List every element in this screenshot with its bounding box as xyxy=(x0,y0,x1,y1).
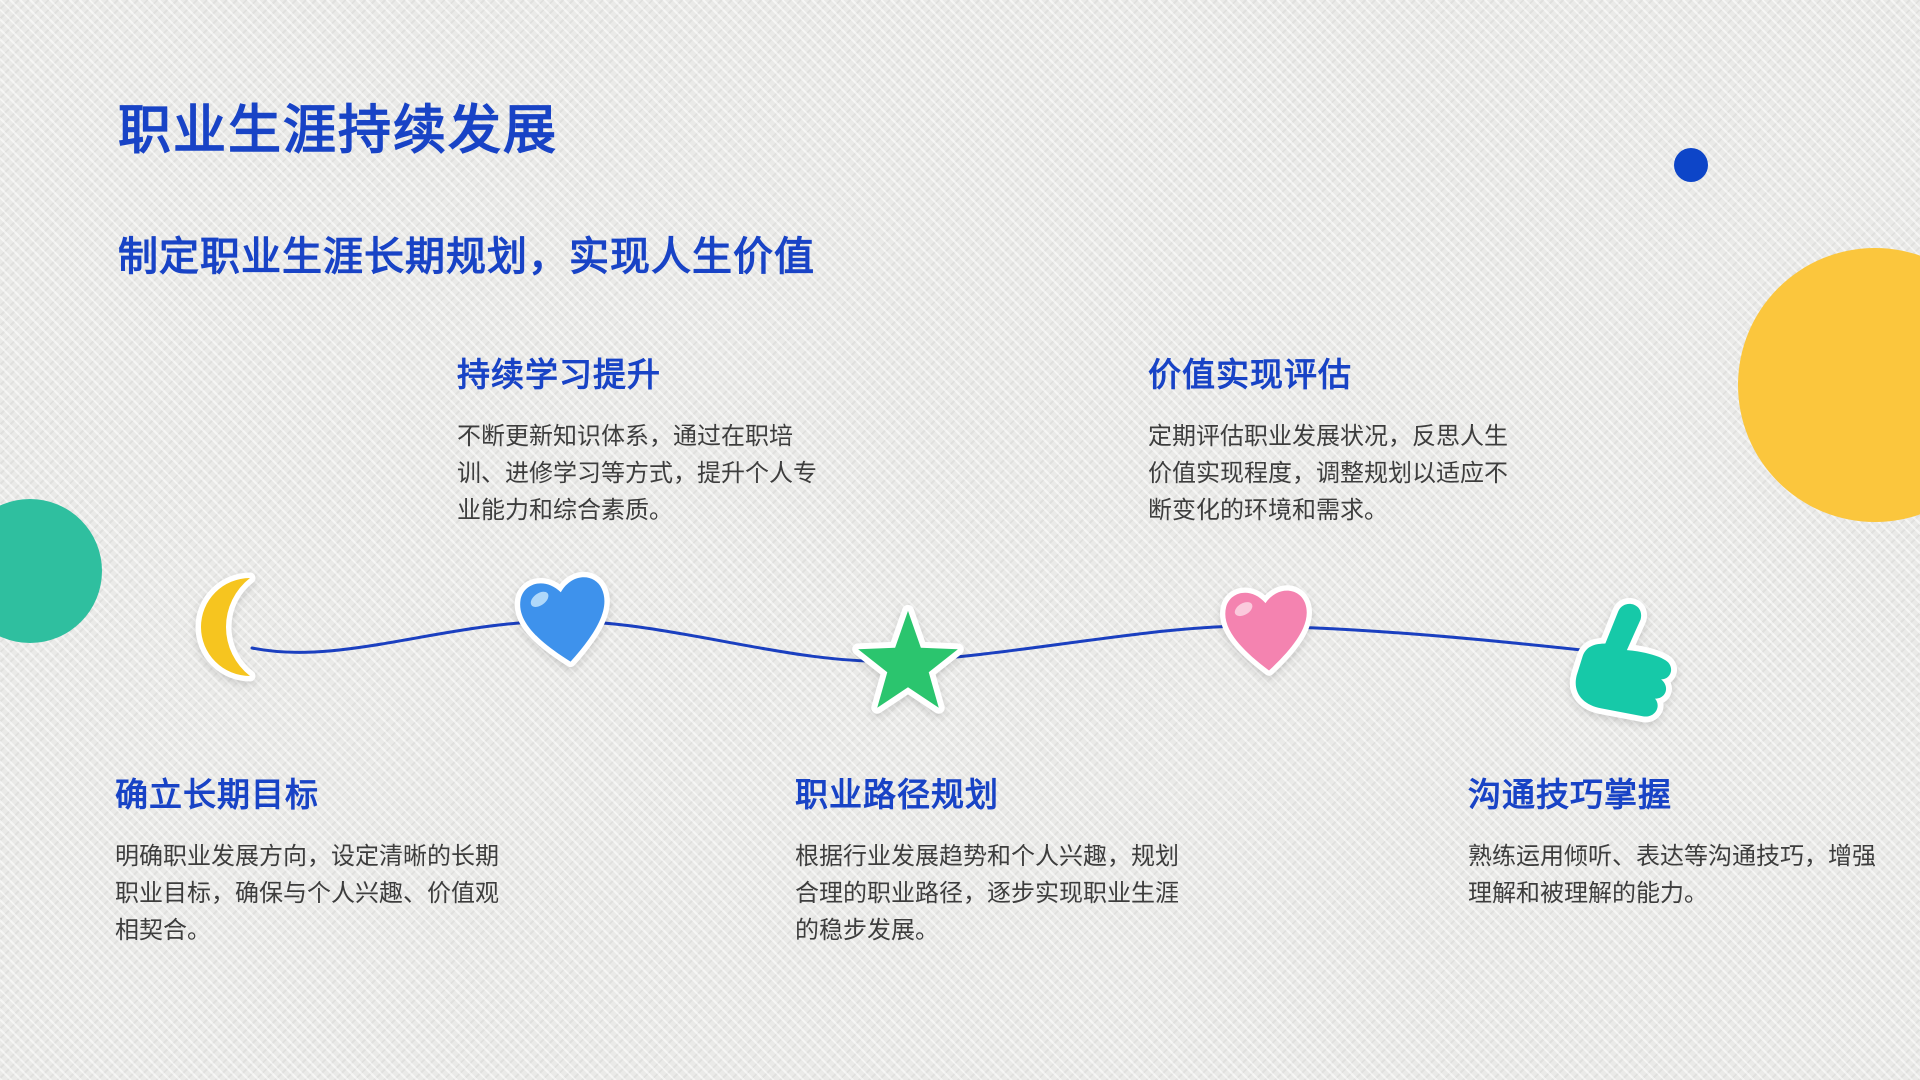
section-heading: 持续学习提升 xyxy=(457,356,661,393)
section-body: 不断更新知识体系，通过在职培训、进修学习等方式，提升个人专业能力和综合素质。 xyxy=(457,423,817,524)
heart-pink-icon xyxy=(1213,578,1321,686)
moon-icon xyxy=(180,566,286,688)
section-continuous-learning: 持续学习提升 不断更新知识体系，通过在职培训、进修学习等方式，提升个人专业能力和… xyxy=(457,348,857,529)
section-career-path: 职业路径规划 根据行业发展趋势和个人兴趣，规划合理的职业路径，逐步实现职业生涯的… xyxy=(795,768,1195,949)
section-heading: 价值实现评估 xyxy=(1148,356,1352,393)
section-heading: 职业路径规划 xyxy=(795,776,999,813)
section-longterm-goal: 确立长期目标 明确职业发展方向，设定清晰的长期职业目标，确保与个人兴趣、价值观相… xyxy=(115,768,515,949)
star-icon xyxy=(848,600,968,720)
page-title: 职业生涯持续发展 xyxy=(118,101,558,160)
thumbs-up-icon xyxy=(1548,592,1692,734)
section-value-assessment: 价值实现评估 定期评估职业发展状况，反思人生价值实现程度，调整规划以适应不断变化… xyxy=(1148,348,1548,529)
section-body: 明确职业发展方向，设定清晰的长期职业目标，确保与个人兴趣、价值观相契合。 xyxy=(115,843,499,944)
section-body: 熟练运用倾听、表达等沟通技巧，增强理解和被理解的能力。 xyxy=(1468,843,1876,907)
section-heading: 确立长期目标 xyxy=(115,776,319,813)
section-heading: 沟通技巧掌握 xyxy=(1468,776,1672,813)
section-body: 根据行业发展趋势和个人兴趣，规划合理的职业路径，逐步实现职业生涯的稳步发展。 xyxy=(795,843,1179,944)
decor-dot-blue xyxy=(1674,148,1708,182)
page-subtitle: 制定职业生涯长期规划，实现人生价值 xyxy=(118,235,815,279)
section-body: 定期评估职业发展状况，反思人生价值实现程度，调整规划以适应不断变化的环境和需求。 xyxy=(1148,423,1508,524)
heart-blue-icon xyxy=(510,566,620,678)
section-communication: 沟通技巧掌握 熟练运用倾听、表达等沟通技巧，增强理解和被理解的能力。 xyxy=(1468,768,1876,912)
